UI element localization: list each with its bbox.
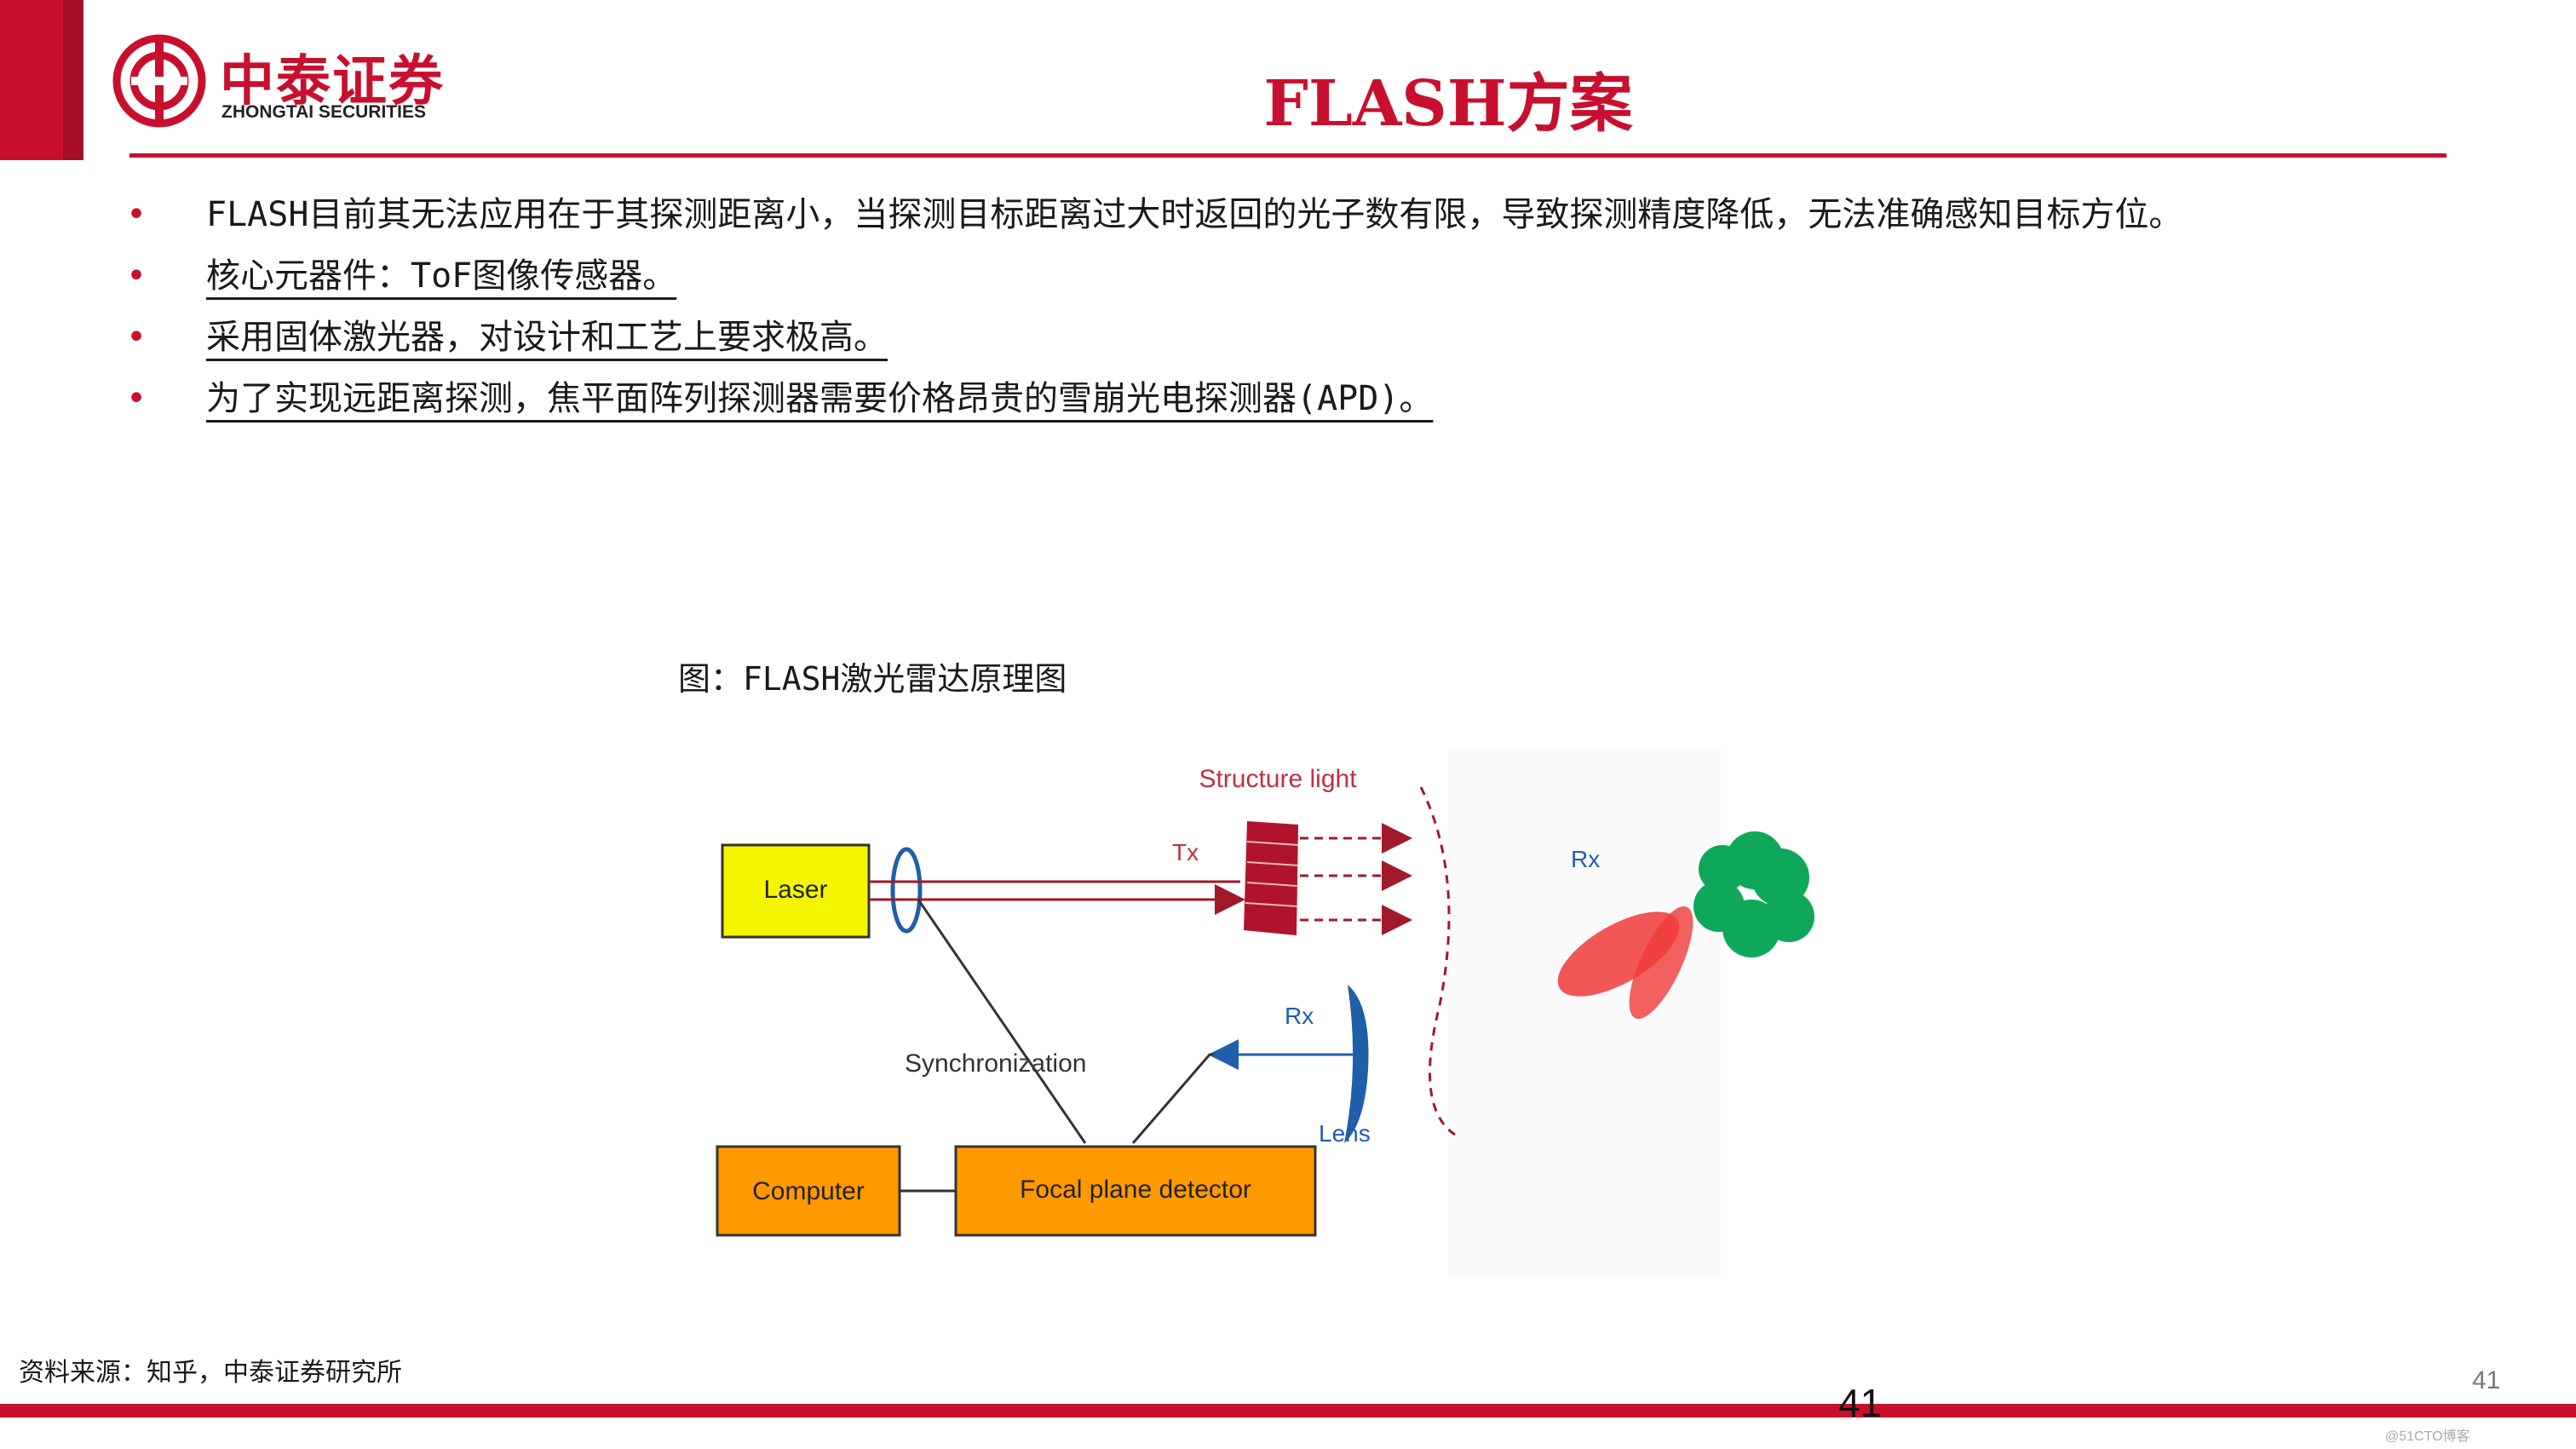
zhongtai-logo-icon (112, 34, 206, 128)
bullet-text: 为了实现远距离探测，焦平面阵列探测器需要价格昂贵的雪崩光电探测器(APD)。 (206, 379, 1434, 418)
logo-english-name: ZHONGTAI SECURITIES (221, 102, 426, 122)
return-lobe-1 (1557, 911, 1680, 997)
bullet-dot: • (126, 379, 147, 418)
detector-box (954, 1145, 1317, 1237)
collimator-lens-icon (890, 847, 923, 934)
title-divider (129, 153, 2447, 158)
footer-rule (0, 1404, 2576, 1417)
sync-line (917, 899, 1087, 1144)
bullet-dot: • (126, 318, 147, 357)
structured-rays (1300, 823, 1412, 935)
target-panel (1448, 750, 1721, 1278)
page-number: 41 (2472, 1366, 2501, 1394)
bullet-list: • FLASH目前其无法应用在于其探测距离小，当探测目标距离过大时返回的光子数有限… (119, 189, 2419, 434)
return-lobe-2 (1629, 906, 1693, 1020)
logo-chinese-name: 中泰证券 (220, 50, 445, 113)
bullet-text: FLASH目前其无法应用在于其探测距离小，当探测目标距离过大时返回的光子数有限，… (206, 195, 2183, 234)
structure-light-label: Structure light (1199, 765, 1357, 793)
header-side-bar-shade (63, 0, 83, 160)
source-note: 资料来源：知乎，中泰证券研究所 (19, 1358, 402, 1388)
bullet-item: • FLASH目前其无法应用在于其探测距离小，当探测目标距离过大时返回的光子数有限… (119, 189, 2419, 240)
header-side-bar (0, 0, 83, 160)
flash-lidar-diagram: Laser Tx Structure light Rx Lens Synchro… (716, 750, 1814, 1278)
watermark: @51CTO博客 (2385, 1429, 2470, 1444)
laser-label: Laser (763, 876, 827, 904)
bullet-dot: • (126, 195, 147, 234)
synchronization-label: Synchronization (905, 1049, 1086, 1078)
rx-return-label: Rx (1285, 1003, 1314, 1029)
target-object (1693, 831, 1814, 957)
bullet-text: 采用固体激光器，对设计和工艺上要求极高。 (206, 318, 888, 357)
slide-title: FLASH方案 (1263, 67, 1633, 141)
bullet-text: 核心元器件：ToF图像传感器。 (206, 256, 677, 296)
bullet-dot: • (126, 256, 147, 296)
bullet-item: • 核心元器件：ToF图像传感器。 (119, 250, 2419, 302)
computer-label: Computer (752, 1177, 865, 1205)
laser-box (721, 843, 871, 939)
grating-lines (1245, 841, 1299, 907)
tx-label: Tx (1172, 839, 1199, 865)
lens-label: Lens (1319, 1120, 1371, 1147)
detector-label: Focal plane detector (1020, 1176, 1251, 1204)
diffuser-grating (1244, 821, 1298, 935)
figure-caption: 图：FLASH激光雷达原理图 (678, 660, 1067, 698)
detector-input-line (1131, 1053, 1213, 1144)
rx-target-label: Rx (1571, 846, 1600, 872)
wavefront-arc (1419, 786, 1456, 1136)
bullet-item: • 采用固体激光器，对设计和工艺上要求极高。 (119, 312, 2419, 363)
page-number-center: 41 (1838, 1381, 1883, 1425)
company-logo: 中泰证券 ZHONGTAI SECURITIES (112, 34, 453, 128)
receive-lens-icon (1344, 985, 1369, 1143)
bullet-item: • 为了实现远距离探测，焦平面阵列探测器需要价格昂贵的雪崩光电探测器(APD)。 (119, 373, 2419, 424)
